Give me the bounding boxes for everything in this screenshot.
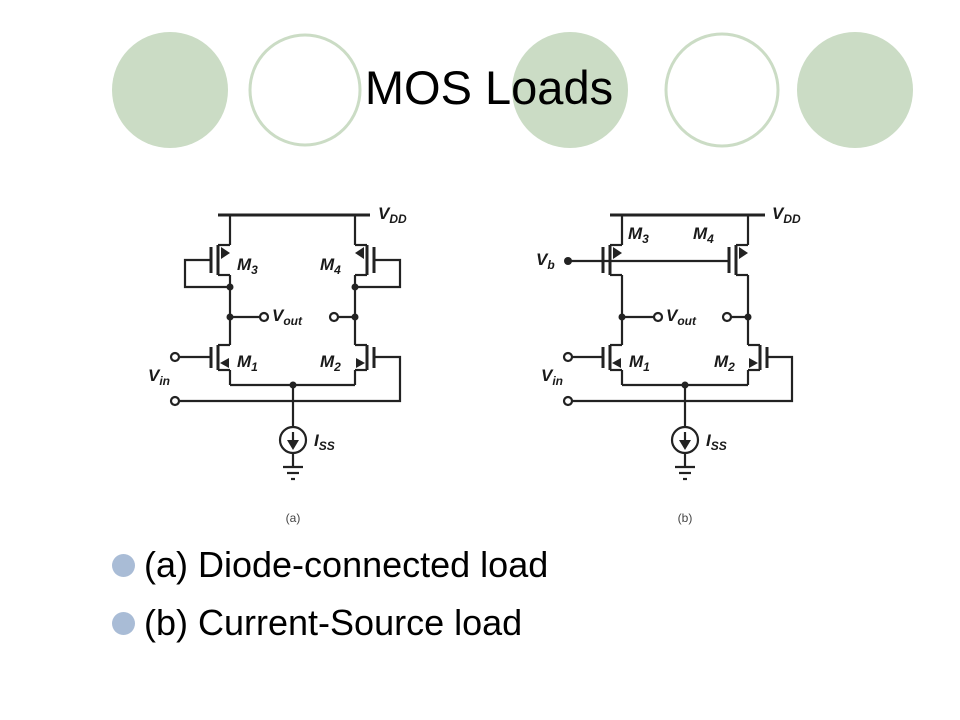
bullet-item: (a) Diode-connected load (112, 540, 548, 598)
circuit-b-solids (564, 247, 758, 450)
label-b-vout: Vout (666, 306, 697, 328)
bullet-dot-icon (112, 612, 135, 635)
deco-circle-outline-2 (664, 32, 780, 148)
label-b-m3: M3 (628, 224, 649, 246)
slide-title: MOS Loads (364, 61, 614, 114)
label-b-vdd: VDD (772, 204, 801, 226)
label-a-m1: M1 (237, 352, 258, 374)
deco-circle-outline-1 (248, 33, 362, 147)
bullet-text: (a) Diode-connected load (144, 544, 549, 585)
circuit-a-terminals (169, 311, 340, 407)
label-b-iss: ISS (706, 431, 727, 453)
caption-b: (b) (678, 511, 693, 525)
deco-circle-filled-3 (797, 32, 913, 148)
bullet-text: (b) Current-Source load (144, 602, 523, 643)
label-a-m4: M4 (320, 255, 341, 277)
label-a-vin: Vin (148, 366, 170, 388)
bullet-list: (a) Diode-connected load (b) Current-Sou… (112, 540, 548, 656)
bullet-item: (b) Current-Source load (112, 598, 548, 656)
label-b-vin: Vin (541, 366, 563, 388)
caption-a: (a) (286, 511, 301, 525)
deco-circle-filled-2 (512, 32, 628, 148)
bullet-dot-icon (112, 554, 135, 577)
circuit-figure: VDD M3 M4 Vout M1 M2 Vin ISS VDD M3 M4 V… (148, 204, 801, 525)
label-a-vdd: VDD (378, 204, 407, 226)
circuit-b-current-source (571, 213, 794, 481)
deco-circle-filled-1 (112, 32, 228, 148)
label-b-m1: M1 (629, 352, 650, 374)
label-a-m3: M3 (237, 255, 258, 277)
label-a-vout: Vout (272, 306, 303, 328)
label-a-m2: M2 (320, 352, 341, 374)
label-a-iss: ISS (314, 431, 335, 453)
circuit-b-terminals (562, 311, 733, 407)
label-b-m4: M4 (693, 224, 714, 246)
circuit-a-solids (220, 247, 365, 450)
label-b-vb: Vb (536, 250, 555, 272)
label-b-m2: M2 (714, 352, 735, 374)
header-decoration (112, 32, 913, 148)
circuit-a-diode-connected (178, 213, 402, 481)
